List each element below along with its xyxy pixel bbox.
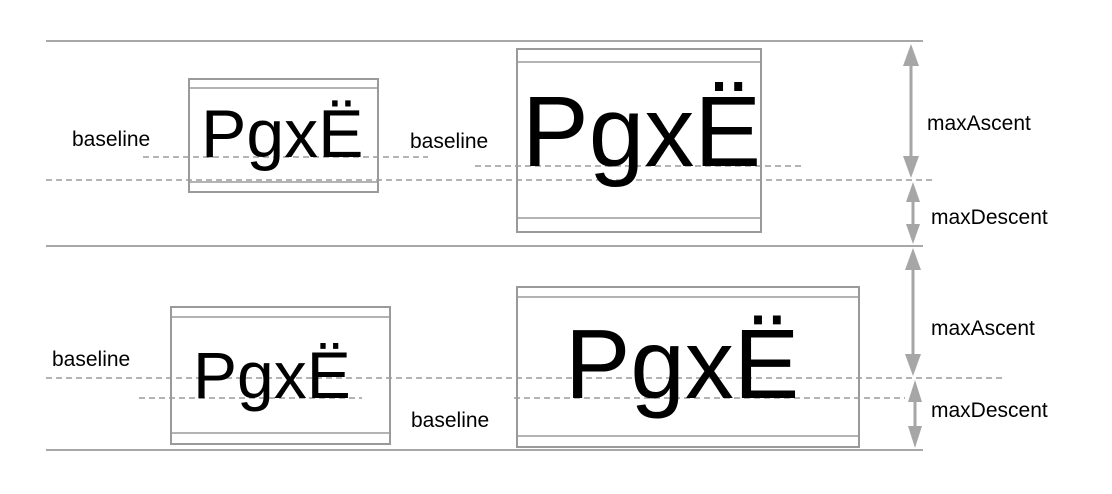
row2-label-max-ascent: maxAscent (931, 317, 1035, 340)
row1-text-box-small (188, 78, 379, 193)
row1-text-box-large (516, 48, 762, 233)
row1-label-baseline-1: baseline (72, 128, 150, 151)
row2-max-descent-arrow (908, 380, 922, 448)
row2-text-box-small (170, 306, 391, 445)
row1-sample-small: PgxË (201, 96, 364, 172)
row1-max-ascent-arrow (903, 44, 919, 178)
row2-label-max-descent: maxDescent (931, 399, 1048, 422)
row1-label-baseline-2: baseline (410, 130, 488, 153)
row2-max-ascent-arrow (905, 248, 921, 376)
row2-label-baseline-2: baseline (411, 409, 489, 432)
row2-text-box-large (516, 286, 860, 448)
row1-max-descent-arrow (906, 182, 920, 244)
row1-label-max-ascent: maxAscent (927, 112, 1031, 135)
row1-label-max-descent: maxDescent (931, 206, 1048, 229)
row2-sample-large: PgxË (565, 309, 799, 419)
row2-sample-small: PgxË (193, 338, 351, 412)
row2-label-baseline-1: baseline (52, 348, 130, 371)
row1-sample-large: PgxË (522, 76, 761, 188)
